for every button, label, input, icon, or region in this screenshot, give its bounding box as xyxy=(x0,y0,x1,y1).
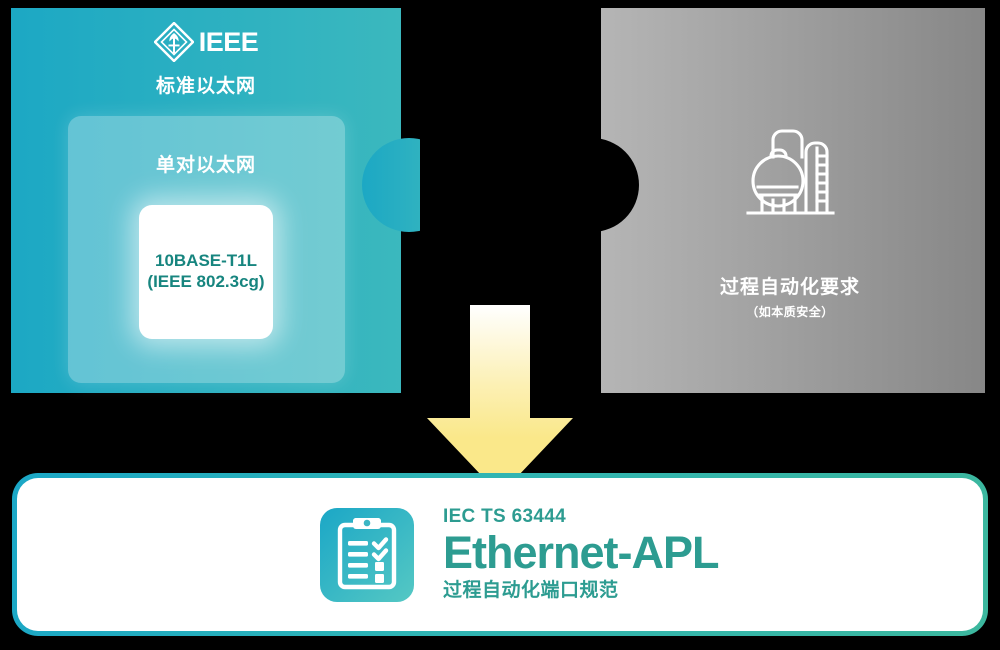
spec-number: IEC TS 63444 xyxy=(443,506,566,528)
result-card-text: IEC TS 63444 Ethernet-APL 过程自动化端口规范 xyxy=(443,506,720,602)
clipboard-checklist-icon xyxy=(320,507,414,602)
spec-title: Ethernet-APL xyxy=(443,527,720,579)
spec-subtitle: 过程自动化端口规范 xyxy=(443,579,619,601)
down-arrow-icon xyxy=(427,305,573,495)
puzzle-piece-standard-ethernet xyxy=(0,0,420,400)
result-card-ethernet-apl: IEC TS 63444 Ethernet-APL 过程自动化端口规范 xyxy=(12,473,988,636)
puzzle-piece-process-automation xyxy=(595,0,1000,400)
